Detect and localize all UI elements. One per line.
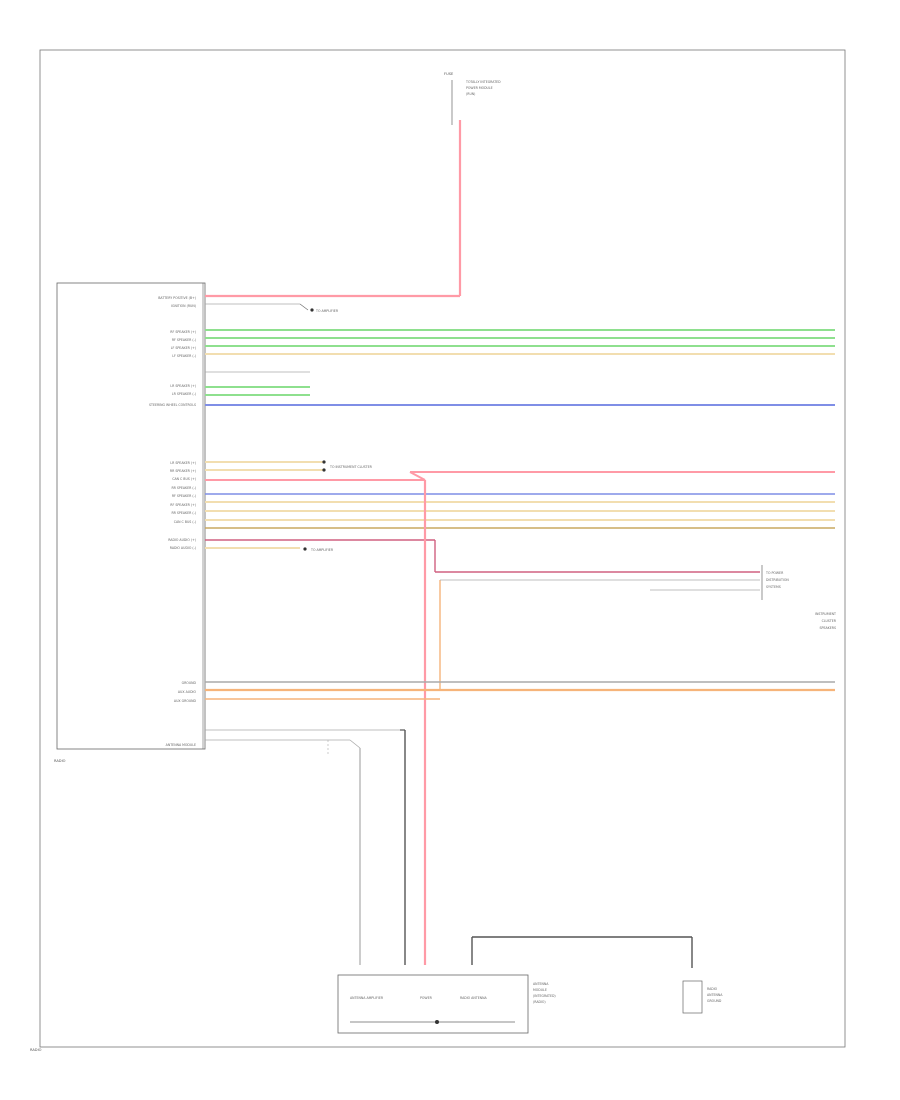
- pin-label: BATTERY POSITIVE (B+): [158, 296, 196, 300]
- pin-label: LF SPEAKER (+): [171, 346, 196, 350]
- bottom-module-center: POWER: [420, 996, 433, 1000]
- antenna-ground-line-3: GROUND: [707, 999, 722, 1003]
- module-pin-labels: BATTERY POSITIVE (B+) IGNITION (RUN) RF …: [149, 296, 197, 703]
- bottom-antenna-module: ANTENNA AMPLIFIER POWER RADIO ANTENNA AN…: [337, 974, 556, 1034]
- right-module-line-1: INSTRUMENT: [815, 612, 836, 616]
- right-connector-line-1: TO POWER: [765, 571, 784, 575]
- bottom-side-line-1: ANTENNA: [533, 982, 549, 986]
- top-fuse: FUSE TOTALLY INTEGRATED POWER MODULE (RU…: [444, 72, 501, 296]
- pin-label: AUX GROUND: [174, 699, 197, 703]
- pin-label: LR SPEAKER (+): [170, 461, 196, 465]
- top-fuse-title: FUSE: [444, 72, 454, 76]
- pin-label: RF SPEAKER (+): [170, 330, 196, 334]
- diagram-footer: RADIO: [30, 1048, 42, 1052]
- pin-label: LR SPEAKER (+): [170, 384, 196, 388]
- right-module-line-2: CLUSTER: [822, 619, 837, 623]
- splice-note-middle: TO INSTRUMENT CLUSTER: [329, 465, 373, 469]
- pin-label: RF SPEAKER (+): [170, 503, 196, 507]
- right-connector: TO POWER DISTRIBUTION SYSTEMS INSTRUMENT…: [761, 565, 837, 630]
- pin-label: GROUND: [182, 681, 197, 685]
- top-fuse-line-2: POWER MODULE: [466, 86, 493, 90]
- antenna-connector-icon: [435, 1020, 439, 1024]
- module-name: RADIO: [54, 759, 66, 763]
- diagram-frame: [39, 49, 846, 1048]
- pin-label: RADIO AUDIO (+): [168, 538, 196, 542]
- right-module-line-3: SPEAKERS: [820, 626, 836, 630]
- radio-module-box: [56, 282, 206, 750]
- pin-label: AUX AUDIO: [178, 690, 197, 694]
- bottom-module-right: RADIO ANTENNA: [460, 996, 487, 1000]
- antenna-ground-box: [682, 980, 703, 1014]
- antenna-ground: RADIO ANTENNA GROUND: [682, 980, 723, 1014]
- pin-label: RF SPEAKER (-): [172, 494, 196, 498]
- right-connector-line-2: DISTRIBUTION: [766, 578, 789, 582]
- wire-harness: [205, 294, 835, 968]
- splice-note-lower: TO AMPLIFIER: [310, 548, 334, 552]
- antenna-ground-line-1: RADIO: [707, 987, 718, 991]
- pin-label: RADIO AUDIO (-): [170, 546, 196, 550]
- bottom-side-line-2: MODULE: [533, 988, 547, 992]
- bottom-side-line-3: (INTEGRATED): [533, 994, 556, 998]
- bottom-module-left: ANTENNA AMPLIFIER: [350, 996, 384, 1000]
- bottom-antenna-box: [337, 974, 529, 1034]
- right-connector-line-3: SYSTEMS: [766, 585, 781, 589]
- pin-label: CAN C BUS (-): [174, 520, 196, 524]
- pin-label: IGNITION (RUN): [171, 304, 196, 308]
- splice-note-upper: TO AMPLIFIER: [315, 309, 339, 313]
- pin-label: LR SPEAKER (-): [172, 392, 196, 396]
- pin-label: RR SPEAKER (-): [171, 511, 196, 515]
- module-caption: ANTENNA MODULE: [166, 743, 196, 747]
- pin-label: RF SPEAKER (-): [172, 338, 196, 342]
- top-fuse-line-1: TOTALLY INTEGRATED: [465, 80, 501, 84]
- pin-label: CAN C BUS (+): [172, 477, 196, 481]
- pin-label: LF SPEAKER (-): [172, 354, 196, 358]
- pin-label: RR SPEAKER (+): [170, 469, 196, 473]
- radio-module: BATTERY POSITIVE (B+) IGNITION (RUN) RF …: [54, 282, 206, 763]
- pin-label: RR SPEAKER (-): [171, 486, 196, 490]
- top-fuse-line-3: (RUN): [466, 92, 475, 96]
- bottom-side-line-4: (RADIO): [533, 1000, 546, 1004]
- antenna-ground-line-2: ANTENNA: [707, 993, 723, 997]
- pin-label: STEERING WHEEL CONTROLS: [149, 403, 196, 407]
- splice-notes: TO AMPLIFIER TO INSTRUMENT CLUSTER TO AM…: [303, 308, 373, 552]
